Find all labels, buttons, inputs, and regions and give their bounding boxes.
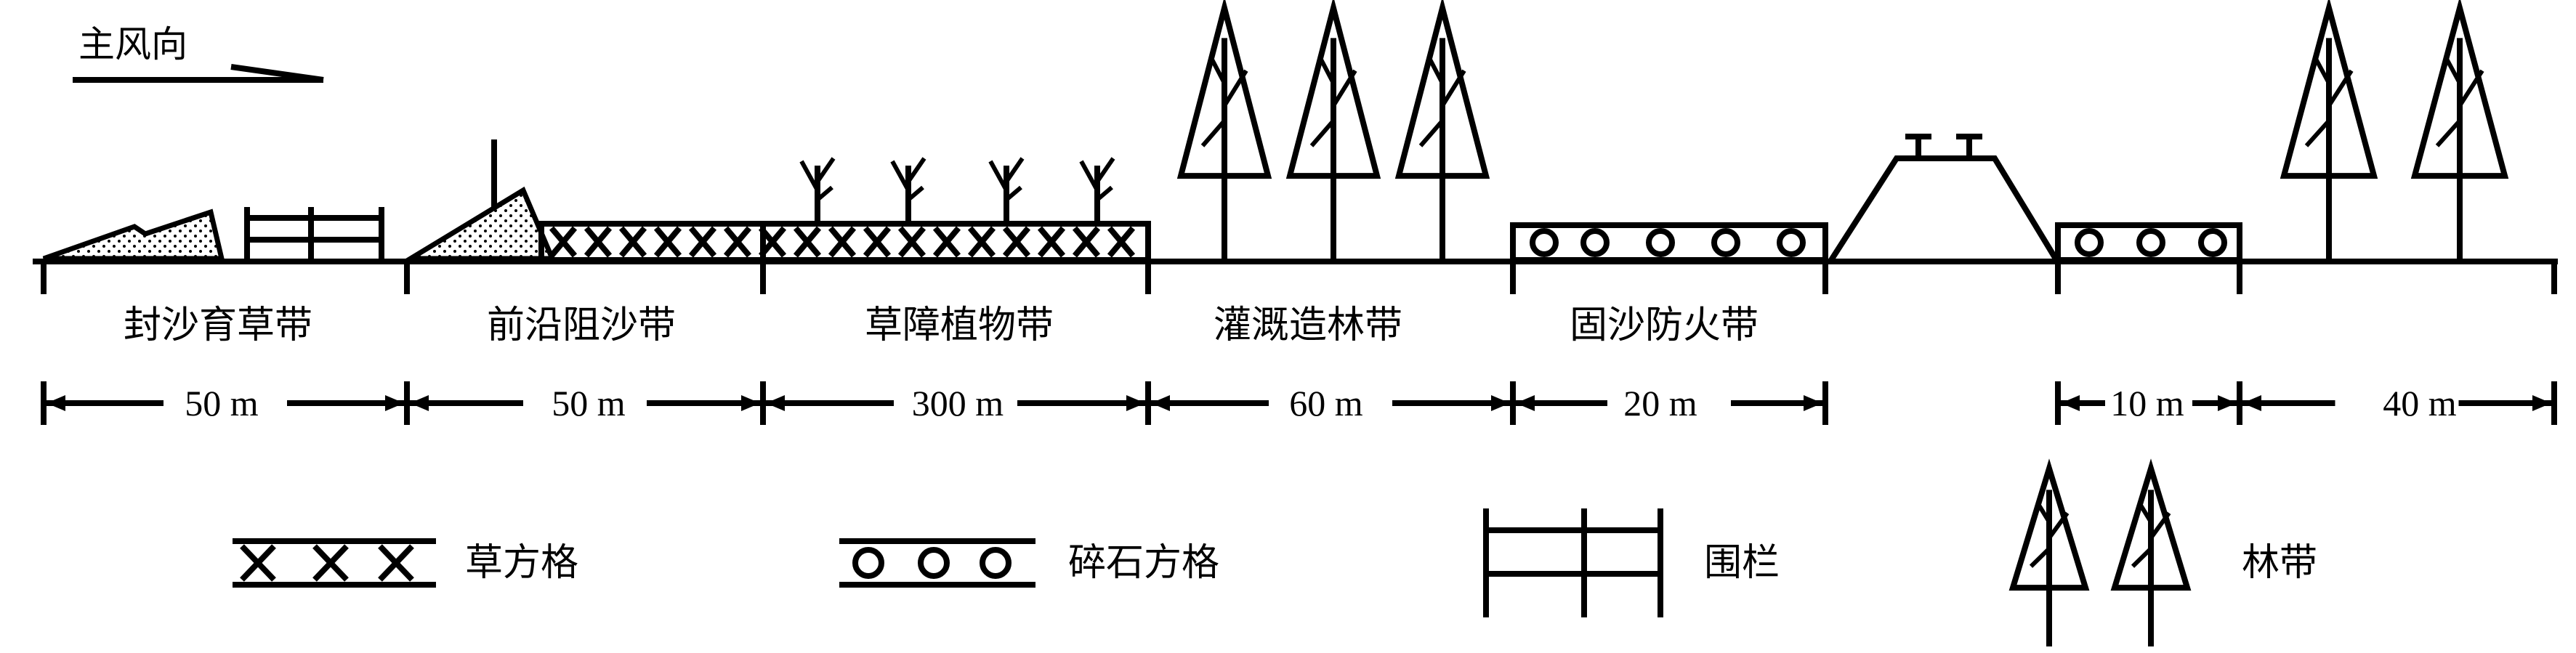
grass-grid-icon <box>233 538 436 588</box>
distance-label: 40 m <box>2383 383 2457 423</box>
tree-icon <box>1285 0 1381 259</box>
gravel-grid-band-1 <box>1510 222 1828 263</box>
sand-mound-2 <box>401 139 557 261</box>
tree-icon <box>2110 458 2192 646</box>
zone-label: 固沙防火带 <box>1570 304 1759 347</box>
distance-label: 10 m <box>2110 383 2184 423</box>
sand-mound-1 <box>42 208 225 261</box>
tree-icon <box>2280 0 2378 259</box>
dimension-line <box>1145 381 1516 425</box>
legend: 草方格 碎石方格 围栏 林带 <box>233 458 2317 646</box>
zone-label: 草障植物带 <box>865 304 1054 347</box>
distance-label: 50 m <box>185 383 259 423</box>
shrub-plants <box>799 157 1115 222</box>
grass-grid-band <box>538 221 1151 263</box>
shrub-icon <box>890 157 926 222</box>
dimension-line <box>1510 381 1828 425</box>
distance-label: 300 m <box>912 383 1004 423</box>
dimension-line <box>2237 381 2557 425</box>
tree-icon <box>1176 0 1272 259</box>
tree-belt-1 <box>1176 0 1490 259</box>
zone-ticks <box>41 261 2557 294</box>
shrub-icon <box>988 157 1025 222</box>
distance-label: 60 m <box>1289 383 1363 423</box>
shrub-icon <box>799 157 836 222</box>
legend-label: 围栏 <box>1704 541 1780 585</box>
tree-belt-icon <box>2008 458 2192 646</box>
distance-label: 50 m <box>552 383 626 423</box>
tree-belt-2 <box>2280 0 2509 259</box>
shrub-icon <box>1079 157 1115 222</box>
tree-icon <box>2410 0 2509 259</box>
zone-label: 前沿阻沙带 <box>487 304 676 347</box>
distance-label: 20 m <box>1623 383 1697 423</box>
tree-icon <box>1394 0 1490 259</box>
legend-label: 草方格 <box>465 541 578 585</box>
legend-label: 林带 <box>2242 541 2317 585</box>
gravel-grid-band-2 <box>2055 222 2242 263</box>
zone-label: 封沙育草带 <box>124 304 312 347</box>
wind-arrow-icon <box>73 64 324 83</box>
dimension-labels: 50 m 50 m 300 m 60 m 20 m 10 m 40 m <box>185 383 2457 423</box>
dimension-lines <box>41 381 2557 425</box>
railway-embankment <box>1828 134 2059 262</box>
legend-label: 碎石方格 <box>1068 541 1219 585</box>
zone-labels: 封沙育草带 前沿阻沙带 草障植物带 灌溉造林带 固沙防火带 <box>124 304 1759 347</box>
fence-icon <box>244 207 384 260</box>
tree-icon <box>2008 458 2090 646</box>
zone-label: 灌溉造林带 <box>1214 304 1402 347</box>
wind-label: 主风向 <box>78 23 187 65</box>
gravel-grid-icon <box>839 538 1035 588</box>
fence-icon <box>1483 508 1663 617</box>
